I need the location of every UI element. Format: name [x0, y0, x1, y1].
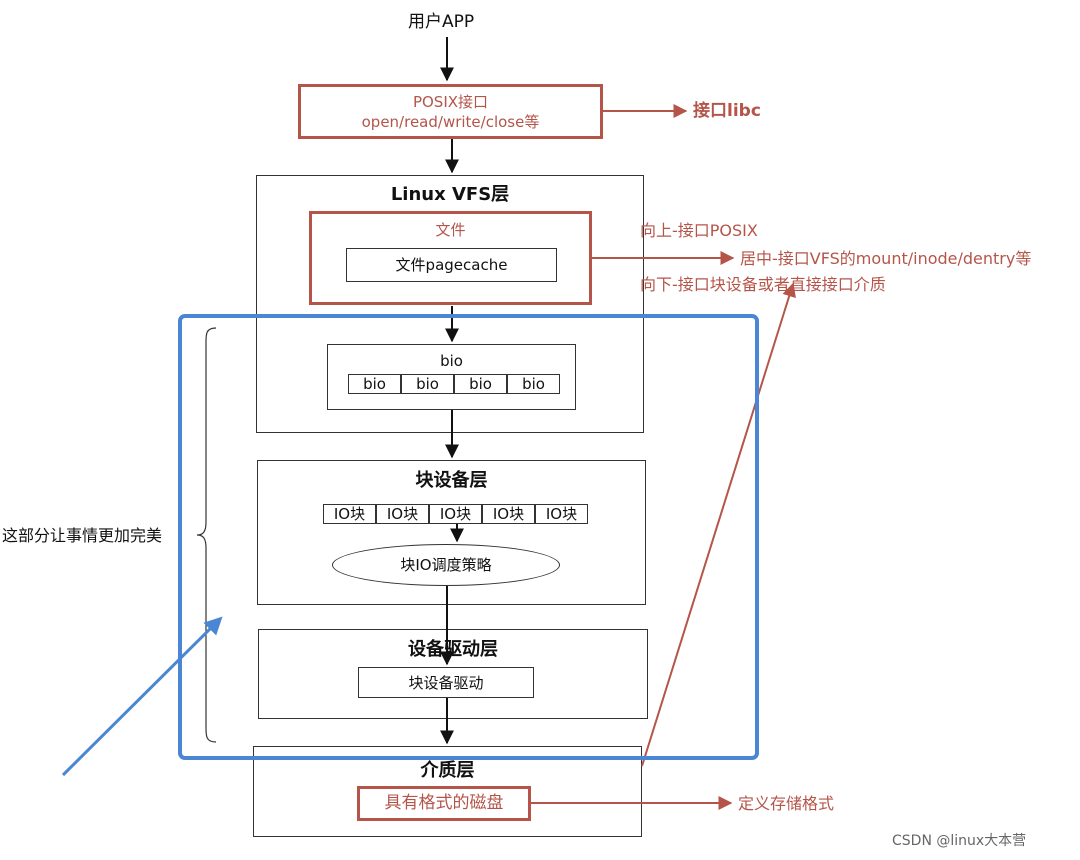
vfs-note-down: 向下-接口块设备或者直接接口介质 [640, 275, 886, 294]
vfs-note-up: 向上-接口POSIX [640, 221, 758, 240]
driver-layer-title: 设备驱动层 [408, 639, 498, 660]
posix-line1: POSIX接口 [412, 93, 489, 111]
io-block-cell: IO块 [323, 504, 376, 524]
left-bracket-note: 这部分让事情更加完美 [2, 526, 163, 545]
csdn-watermark: CSDN @linux大本营 [892, 833, 1027, 849]
block-driver-label: 块设备驱动 [408, 674, 484, 692]
io-block-cell: IO块 [376, 504, 429, 524]
bio-cell: bio [454, 374, 507, 394]
formatted-disk-box [357, 786, 531, 821]
bio-cell: bio [348, 374, 401, 394]
posix-line2: open/read/write/close等 [361, 113, 540, 131]
file-box [309, 211, 592, 305]
blue-pointer-arrow [61, 616, 223, 777]
io-block-cell: IO块 [482, 504, 535, 524]
vfs-note-middle: 居中-接口VFS的mount/inode/dentry等 [740, 249, 1032, 268]
bio-cell: bio [507, 374, 560, 394]
left-curly-brace [196, 327, 217, 743]
pagecache-box [346, 248, 557, 282]
io-scheduler-label: 块IO调度策略 [400, 556, 492, 574]
io-block-cell: IO块 [429, 504, 482, 524]
io-block-cell: IO块 [535, 504, 588, 524]
libc-note: 接口libc [693, 101, 761, 121]
media-layer-title: 介质层 [420, 760, 475, 781]
arrow-media-to-vfs-note [641, 282, 796, 767]
pagecache-label: 文件pagecache [395, 256, 508, 274]
formatted-disk-label: 具有格式的磁盘 [384, 793, 504, 813]
file-label: 文件 [435, 221, 466, 239]
bio-cell: bio [401, 374, 454, 394]
block-layer-title: 块设备层 [415, 470, 488, 491]
user-app-label: 用户APP [408, 12, 475, 32]
bio-group-label: bio [440, 352, 463, 370]
posix-interface-box [298, 84, 603, 139]
vfs-layer-title: Linux VFS层 [390, 184, 510, 205]
disk-format-note: 定义存储格式 [738, 794, 835, 813]
